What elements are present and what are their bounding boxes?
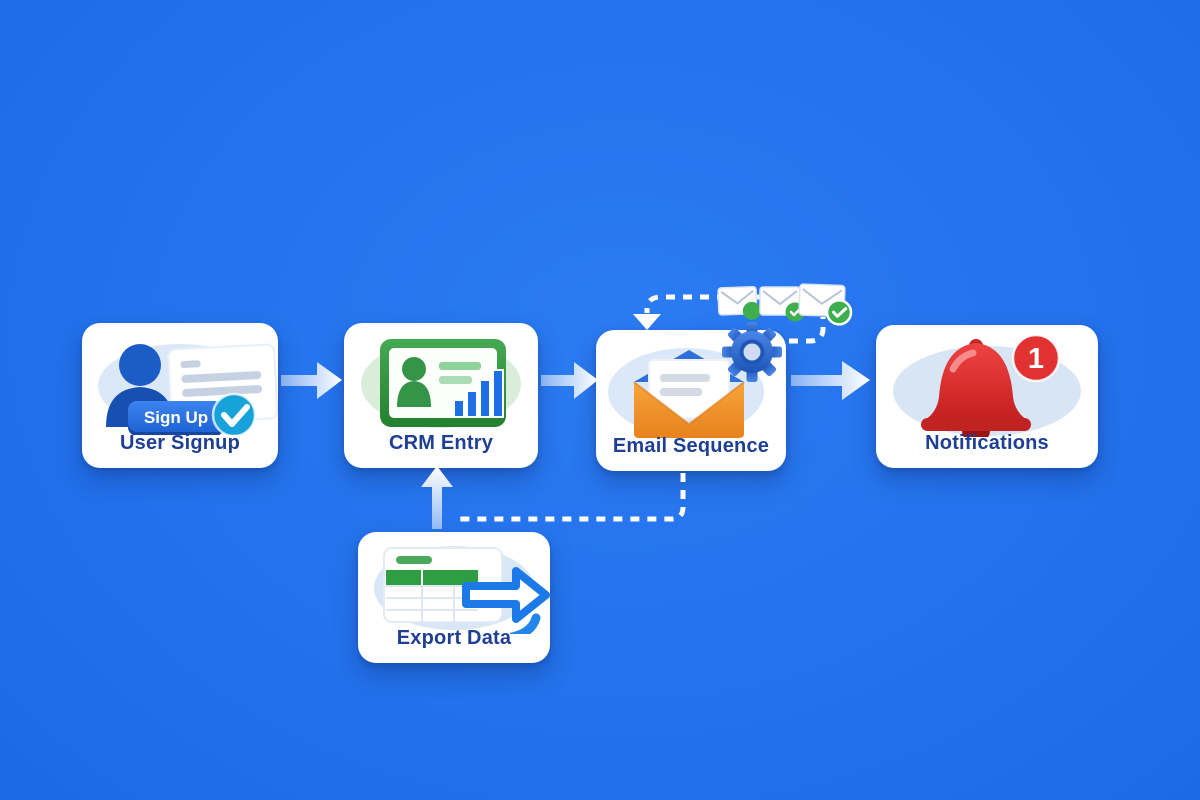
node-label: Email Sequence — [612, 435, 770, 457]
signup-button: Sign Up — [128, 401, 224, 435]
node-notifications[interactable]: 1 Notifications — [876, 325, 1098, 468]
arrow-email-to-notifications — [791, 361, 870, 400]
arrow-crm-to-email — [541, 362, 598, 399]
node-user-signup[interactable]: Sign Up User Signup — [82, 323, 278, 468]
signup-form-icon: Sign Up — [82, 329, 278, 435]
node-label: Notifications — [925, 432, 1049, 454]
dashed-loop-arrowhead — [633, 314, 661, 330]
node-crm-entry[interactable]: CRM Entry — [344, 323, 538, 468]
sent-envelope-icon-3 — [798, 283, 853, 326]
open-envelope-gear-icon — [596, 336, 786, 438]
bell-shape — [921, 339, 1031, 437]
dashed-email-to-export — [457, 473, 686, 522]
bar-chart-icon — [453, 369, 504, 418]
dashed-loop-right — [789, 317, 826, 344]
badge-count: 1 — [1028, 343, 1044, 375]
notification-badge: 1 — [1011, 333, 1061, 383]
dashed-loop-top — [644, 294, 845, 313]
sent-envelope-icon-2 — [759, 286, 805, 322]
crm-contact-card-icon — [344, 329, 538, 433]
node-export-data[interactable]: Export Data — [358, 532, 550, 663]
bell-icon: 1 — [876, 331, 1098, 437]
sent-envelope-icon-1 — [717, 286, 761, 320]
arrow-signup-to-crm — [281, 362, 342, 399]
export-arrow-icon — [462, 567, 550, 634]
node-email-sequence[interactable]: Email Sequence — [596, 330, 786, 471]
node-label: User Signup — [120, 432, 240, 454]
envelope-body — [634, 382, 744, 438]
node-label: Export Data — [396, 627, 512, 649]
spreadsheet-export-icon — [358, 538, 550, 634]
contact-person-icon — [397, 357, 431, 407]
node-label: CRM Entry — [388, 432, 494, 454]
signup-button-text: Sign Up — [144, 408, 208, 427]
check-circle-icon — [211, 392, 257, 435]
arrow-export-to-crm — [421, 466, 453, 529]
letter-icon — [648, 359, 730, 419]
